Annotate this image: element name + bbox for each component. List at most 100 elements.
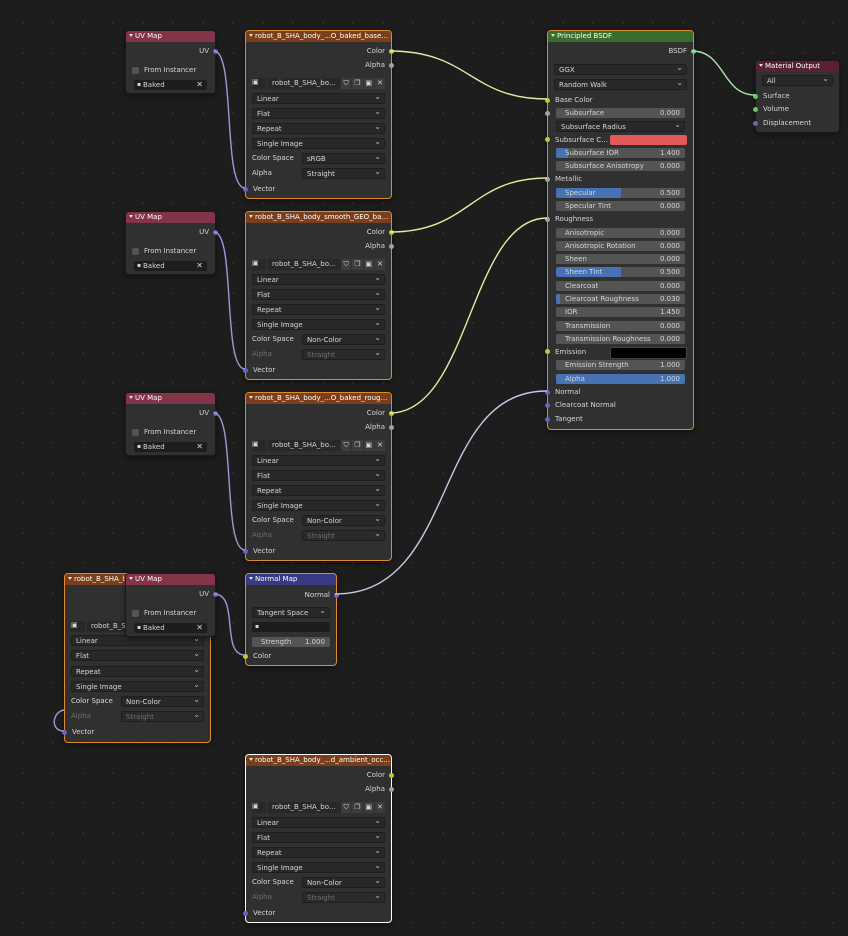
- emission-socket[interactable]: [545, 349, 550, 354]
- projection-dropdown[interactable]: Flat: [252, 106, 385, 119]
- close-icon[interactable]: ✕: [374, 259, 385, 270]
- node-header[interactable]: robot_B_SHA_body_...O_baked_base_color: [246, 31, 391, 42]
- color-space-dropdown[interactable]: Non-Color: [302, 332, 385, 345]
- source-dropdown[interactable]: Single Image: [252, 860, 385, 873]
- target-dropdown[interactable]: All: [762, 73, 833, 86]
- vector-input-socket[interactable]: [243, 186, 248, 192]
- node-header[interactable]: Normal Map: [246, 574, 336, 585]
- uv-map-field[interactable]: ▪Baked✕: [134, 623, 207, 633]
- vector-input-socket[interactable]: [243, 367, 248, 373]
- clear-icon[interactable]: ✕: [196, 623, 203, 632]
- fake-user-icon[interactable]: ⛉: [341, 802, 352, 813]
- from-instancer-checkbox[interactable]: From Instancer: [132, 246, 196, 257]
- alpha-dropdown[interactable]: Straight: [302, 166, 385, 179]
- open-folder-icon[interactable]: ▣: [363, 78, 374, 89]
- projection-dropdown[interactable]: Flat: [252, 287, 385, 300]
- normal-socket[interactable]: [545, 389, 550, 395]
- image-selector[interactable]: ▣ robot_B_SHA_bo... ⛉❐▣✕: [252, 259, 385, 270]
- node-header[interactable]: Principled BSDF: [548, 31, 693, 42]
- base-color-socket[interactable]: [545, 97, 550, 103]
- space-dropdown[interactable]: Tangent Space: [252, 605, 330, 618]
- displacement-socket[interactable]: [753, 120, 758, 126]
- color-output-socket[interactable]: [389, 410, 394, 416]
- image-selector[interactable]: ▣ robot_B_SHA_bo... ⛉❐▣✕: [252, 802, 385, 813]
- image-selector[interactable]: ▣ robot_B_S: [71, 621, 204, 632]
- source-dropdown[interactable]: Single Image: [252, 136, 385, 149]
- interpolation-dropdown[interactable]: Linear: [252, 453, 385, 466]
- subsurface-method-dropdown[interactable]: Random Walk: [554, 77, 687, 90]
- clear-icon[interactable]: ✕: [196, 261, 203, 270]
- open-folder-icon[interactable]: ▣: [363, 802, 374, 813]
- source-dropdown[interactable]: Single Image: [252, 317, 385, 330]
- uv-output-socket[interactable]: [213, 48, 218, 54]
- interpolation-dropdown[interactable]: Linear: [252, 815, 385, 828]
- image-icon[interactable]: ▣: [252, 78, 266, 89]
- roughness-socket[interactable]: [545, 216, 550, 222]
- tangent-socket[interactable]: [545, 416, 550, 422]
- subsurface-color-swatch[interactable]: [610, 135, 687, 145]
- emission-color-swatch[interactable]: [610, 347, 687, 359]
- alpha-output-socket[interactable]: [389, 424, 394, 430]
- vector-input-socket[interactable]: [243, 548, 248, 554]
- interpolation-dropdown[interactable]: Linear: [252, 91, 385, 104]
- duplicate-icon[interactable]: ❐: [352, 78, 363, 89]
- duplicate-icon[interactable]: ❐: [352, 259, 363, 270]
- uv-map-field[interactable]: ▪Baked✕: [134, 261, 207, 271]
- normal-output-socket[interactable]: [334, 592, 339, 598]
- color-space-dropdown[interactable]: Non-Color: [302, 513, 385, 526]
- extension-dropdown[interactable]: Repeat: [252, 845, 385, 858]
- metallic-socket[interactable]: [545, 176, 550, 182]
- color-output-socket[interactable]: [389, 48, 394, 54]
- image-icon[interactable]: ▣: [252, 802, 266, 813]
- alpha-output-socket[interactable]: [389, 243, 394, 249]
- uv-map-node-3[interactable]: UV Map UV From Instancer ▪Baked✕: [125, 392, 218, 456]
- node-header[interactable]: UV Map: [126, 31, 215, 42]
- distribution-dropdown[interactable]: GGX: [554, 62, 687, 75]
- uv-map-field[interactable]: ▪: [252, 622, 330, 632]
- from-instancer-checkbox[interactable]: From Instancer: [132, 608, 196, 619]
- alpha-output-socket[interactable]: [389, 62, 394, 68]
- close-icon[interactable]: ✕: [374, 802, 385, 813]
- volume-socket[interactable]: [753, 106, 758, 112]
- image-icon[interactable]: ▣: [71, 621, 85, 632]
- uv-map-node-2[interactable]: UV Map UV From Instancer ▪Baked✕: [125, 211, 218, 275]
- node-header[interactable]: robot_B_SHA_body_smooth_GEO_baked...: [246, 212, 391, 223]
- fake-user-icon[interactable]: ⛉: [341, 78, 352, 89]
- subsurface-color-socket[interactable]: [545, 137, 550, 142]
- projection-dropdown[interactable]: Flat: [252, 468, 385, 481]
- clearcoat-normal-socket[interactable]: [545, 402, 550, 408]
- color-output-socket[interactable]: [389, 229, 394, 235]
- node-header[interactable]: robot_B_SHA_body_...O_baked_roughness: [246, 393, 391, 404]
- normal-map-node[interactable]: Normal Map Normal Tangent Space ▪ Streng…: [243, 573, 339, 666]
- uv-map-node-1[interactable]: UV Map UV From Instancer ▪Baked✕: [125, 30, 218, 94]
- clear-icon[interactable]: ✕: [196, 80, 203, 89]
- subsurface-radius-dropdown[interactable]: Subsurface Radius: [556, 119, 685, 132]
- from-instancer-checkbox[interactable]: From Instancer: [132, 427, 196, 438]
- extension-dropdown[interactable]: Repeat: [71, 664, 204, 677]
- uv-output-socket[interactable]: [213, 410, 218, 416]
- image-selector[interactable]: ▣ robot_B_SHA_bo... ⛉❐▣✕: [252, 440, 385, 451]
- uv-output-socket[interactable]: [213, 591, 218, 597]
- projection-dropdown[interactable]: Flat: [252, 830, 385, 843]
- from-instancer-checkbox[interactable]: From Instancer: [132, 65, 196, 76]
- surface-socket[interactable]: [753, 93, 758, 99]
- uv-map-field[interactable]: ▪Baked✕: [134, 442, 207, 452]
- node-header[interactable]: UV Map: [126, 393, 215, 404]
- open-folder-icon[interactable]: ▣: [363, 440, 374, 451]
- color-space-dropdown[interactable]: Non-Color: [302, 875, 385, 888]
- open-folder-icon[interactable]: ▣: [363, 259, 374, 270]
- node-header[interactable]: Material Output: [756, 61, 839, 72]
- uv-map-node-4[interactable]: UV Map UV From Instancer ▪Baked✕: [125, 573, 218, 637]
- vector-input-socket[interactable]: [62, 729, 67, 735]
- projection-dropdown[interactable]: Flat: [71, 648, 204, 661]
